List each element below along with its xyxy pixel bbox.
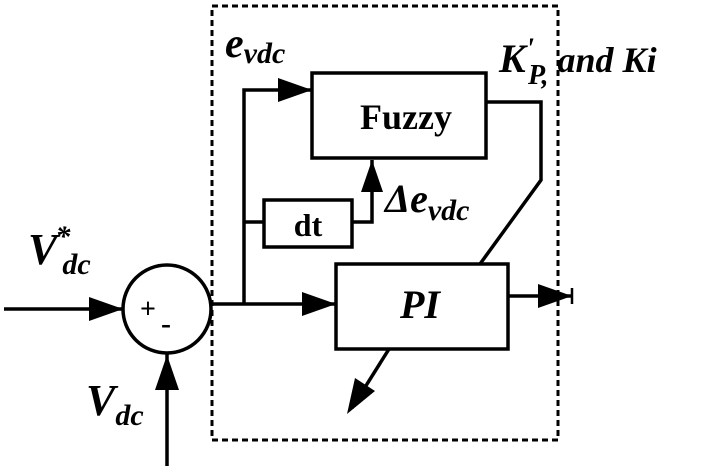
fuzzy-label: Fuzzy [360, 97, 452, 137]
error-sub: vdc [244, 37, 286, 70]
vdc-feedback-arrowhead [155, 355, 179, 390]
delta-error-main: Δe [383, 176, 428, 221]
vdc-sub: dc [115, 399, 143, 432]
vdc-main: V [86, 376, 119, 425]
gains-line [478, 100, 543, 266]
vdc-ref-sup: * [55, 220, 71, 253]
pi-block [334, 262, 510, 351]
error-main: e [225, 21, 244, 67]
derivative-label: dt [294, 207, 323, 243]
delta-error-arrowhead [361, 160, 383, 192]
controller-boundary [210, 4, 560, 442]
pi-adaptation-arrowhead [347, 378, 375, 414]
vdc-label: Vdc [86, 376, 144, 432]
delta-error-sub: vdc [428, 194, 470, 227]
error-to-fuzzy-line [242, 88, 312, 304]
error-to-pi-arrowhead [302, 292, 336, 316]
vdc-ref-arrowhead [89, 297, 123, 321]
gains-sub: P, [527, 60, 549, 91]
pi-output-arrowhead [538, 284, 572, 308]
summing-plus-sign: + [140, 294, 156, 325]
vdc-ref-main: V [28, 225, 61, 274]
summing-minus-sign: - [161, 307, 171, 340]
gains-sup: ' [526, 32, 534, 65]
gains-main: K [498, 36, 528, 81]
vdc-ref-label: V*dc [28, 220, 91, 281]
gains-tail: and Ki [549, 40, 657, 80]
error-to-fuzzy-arrowhead [278, 78, 312, 102]
gains-label: K'P, and Ki [498, 32, 657, 91]
derivative-block [262, 198, 354, 249]
vdc-ref-sub: dc [62, 248, 90, 281]
delta-error-label: Δevdc [383, 176, 469, 227]
fuzzy-block [310, 71, 488, 160]
pi-label: PI [399, 282, 441, 327]
error-label: evdc [225, 21, 285, 70]
